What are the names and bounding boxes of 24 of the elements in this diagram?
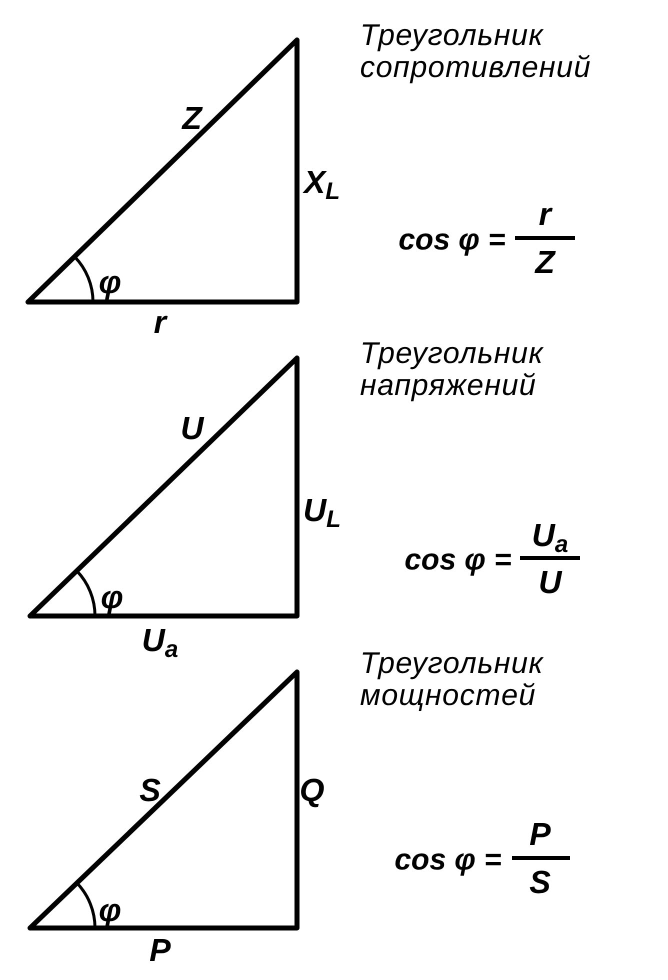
side-label: X$_{L}$ — [304, 163, 340, 206]
side-label: S — [139, 771, 161, 810]
angle-label: φ — [98, 263, 122, 302]
side-label: Z — [182, 99, 202, 138]
side-label: r — [154, 303, 166, 342]
title: Треугольник мощностей — [360, 648, 544, 712]
side-label: P — [149, 931, 171, 970]
fraction-denominator: Z — [535, 243, 555, 282]
title: Треугольник сопротивлений — [360, 20, 592, 84]
angle-label: φ — [98, 891, 122, 930]
fraction-numerator: U$_{a}$ — [532, 516, 568, 559]
side-label: Q — [300, 771, 324, 810]
formula-text: cos φ = — [398, 222, 506, 258]
formula-text: cos φ = — [394, 842, 502, 878]
fraction-denominator: S — [529, 863, 551, 902]
side-label: U$_{a}$ — [142, 621, 178, 664]
fraction-denominator: U — [538, 563, 562, 602]
angle-label: φ — [100, 578, 124, 617]
side-label: U — [180, 409, 204, 448]
title: Треугольник напряжений — [360, 338, 544, 402]
formula-text: cos φ = — [404, 542, 512, 578]
side-label: U$_{L}$ — [303, 491, 341, 534]
fraction-numerator: r — [538, 195, 552, 234]
fraction-numerator: P — [529, 815, 551, 854]
